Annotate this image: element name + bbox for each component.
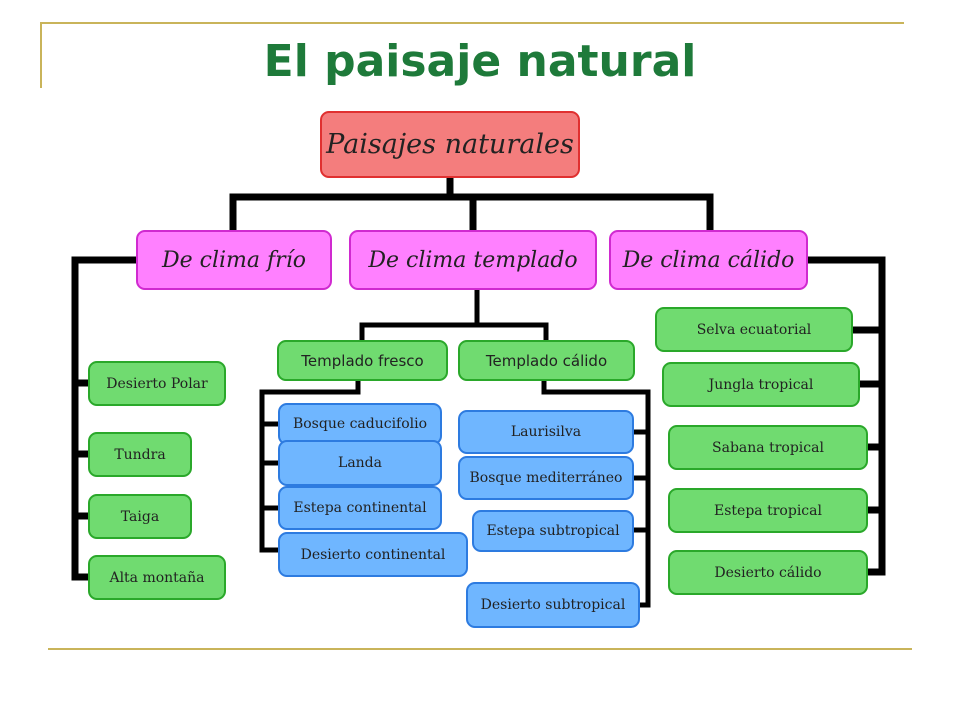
cold-item: Alta montaña bbox=[88, 555, 226, 600]
page-title: El paisaje natural bbox=[263, 36, 697, 87]
frame-left-line bbox=[40, 22, 42, 88]
warm-temperate-item: Bosque mediterráneo bbox=[458, 456, 634, 500]
category-warm: De clima cálido bbox=[609, 230, 808, 290]
warm-temperate-item: Laurisilva bbox=[458, 410, 634, 454]
frame-top-line bbox=[40, 22, 904, 24]
fresh-item: Bosque caducifolio bbox=[278, 403, 442, 445]
temperate-fresh: Templado fresco bbox=[277, 340, 448, 381]
fresh-item: Estepa continental bbox=[278, 486, 442, 530]
fresh-item: Landa bbox=[278, 440, 442, 486]
warm-item: Sabana tropical bbox=[668, 425, 868, 470]
warm-item: Desierto cálido bbox=[668, 550, 868, 595]
cold-item: Tundra bbox=[88, 432, 192, 477]
frame-bottom-line bbox=[48, 648, 912, 650]
warm-item: Estepa tropical bbox=[668, 488, 868, 533]
warm-temperate-item: Estepa subtropical bbox=[472, 510, 634, 552]
cold-item: Desierto Polar bbox=[88, 361, 226, 406]
category-cold: De clima frío bbox=[136, 230, 332, 290]
temperate-warm: Templado cálido bbox=[458, 340, 635, 381]
root-node: Paisajes naturales bbox=[320, 111, 580, 178]
warm-item: Jungla tropical bbox=[662, 362, 860, 407]
cold-item: Taiga bbox=[88, 494, 192, 539]
category-temperate: De clima templado bbox=[349, 230, 597, 290]
warm-temperate-item: Desierto subtropical bbox=[466, 582, 640, 628]
fresh-item: Desierto continental bbox=[278, 532, 468, 577]
warm-item: Selva ecuatorial bbox=[655, 307, 853, 352]
